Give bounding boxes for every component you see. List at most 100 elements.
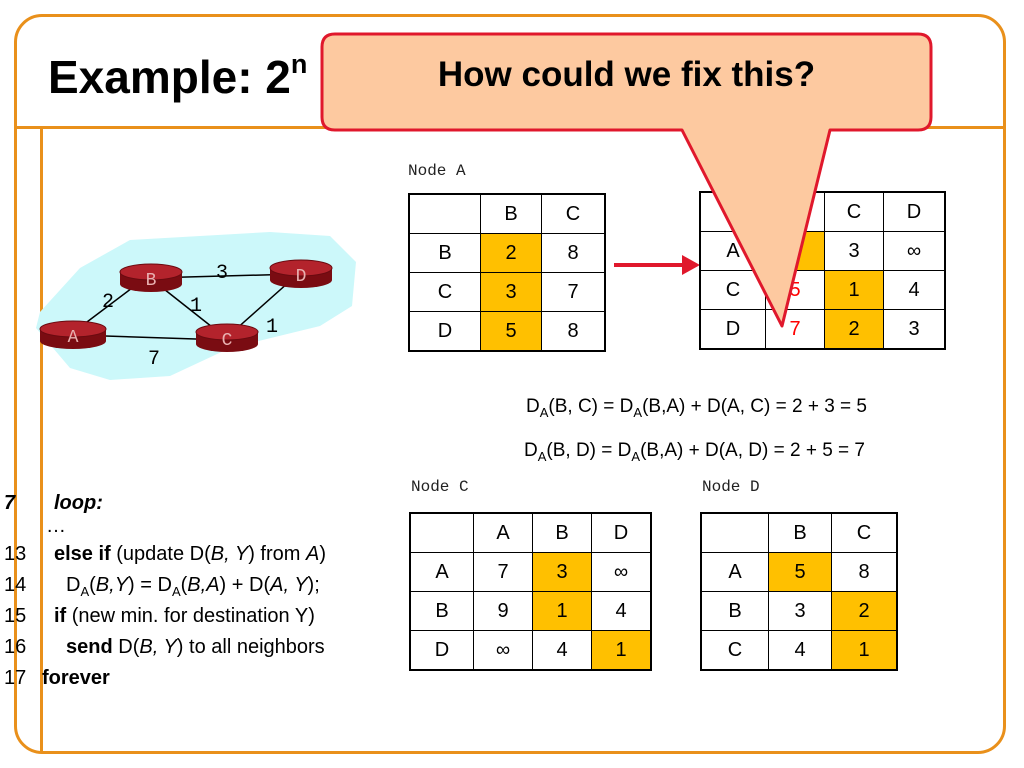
table-cell: 7 <box>765 309 825 350</box>
table-cell: 3 <box>480 272 542 312</box>
line-number: 7 <box>4 492 16 514</box>
header-cell <box>765 191 825 232</box>
code-keyword: send <box>66 636 113 658</box>
table-cell: 3 <box>532 552 592 592</box>
edge-cost-b-c: 1 <box>190 295 202 318</box>
row-header-cell: A <box>699 231 766 271</box>
header-cell <box>408 193 481 234</box>
table-cell: 4 <box>591 591 652 631</box>
table-cell: 5 <box>765 270 825 310</box>
table-cell: 2 <box>765 231 825 271</box>
table-row: A 5 8 <box>700 552 898 592</box>
code-text: B, Y <box>210 543 249 565</box>
table-cell: 2 <box>831 591 898 631</box>
header-cell: B <box>532 512 592 553</box>
code-subscript: A <box>80 584 90 599</box>
row-header-cell: D <box>408 311 481 352</box>
row-header-cell: B <box>409 591 474 631</box>
code-text: ) = D <box>128 574 172 596</box>
code-text: B, Y <box>139 636 177 658</box>
table-cell: ∞ <box>883 231 946 271</box>
callout-text: How could we fix this? <box>437 55 816 94</box>
table-cell: 3 <box>824 231 884 271</box>
code-text: D <box>66 574 81 596</box>
code-keyword: loop: <box>54 492 103 514</box>
row-header-cell: C <box>700 630 769 671</box>
edge-cost-c-d: 1 <box>266 316 278 339</box>
code-keyword: forever <box>42 667 110 689</box>
arrow-right-icon <box>614 255 700 275</box>
code-subscript: A <box>171 584 181 599</box>
row-header-cell: A <box>409 552 474 592</box>
header-cell: B <box>480 193 542 234</box>
router-label-d: D <box>296 267 307 287</box>
code-line-ellipsis: … <box>4 515 326 539</box>
eq-subscript: A <box>537 448 547 464</box>
code-text: (new min. for destination Y) <box>66 605 315 627</box>
slide-title: Example: 2n <box>48 48 308 104</box>
eq-subscript: A <box>633 404 643 420</box>
code-line-17: 17 forever <box>4 663 326 694</box>
header-cell <box>700 512 769 553</box>
table-row: C 5 1 4 <box>699 270 946 310</box>
table-row: C 3 7 <box>408 272 606 312</box>
node-a-table: B C B 2 8 C 3 7 D 5 8 <box>408 193 606 352</box>
edge-cost-b-d: 3 <box>216 262 228 285</box>
header-cell <box>409 512 474 553</box>
code-text: ( <box>89 574 96 596</box>
title-divider <box>16 126 1004 129</box>
code-text: ) <box>319 543 326 565</box>
code-text: D( <box>112 636 140 658</box>
code-text: (update D( <box>110 543 211 565</box>
eq-term: D <box>526 396 540 417</box>
table-cell: 3 <box>768 591 832 631</box>
title-superscript: n <box>290 48 308 79</box>
router-label-a: A <box>68 328 79 348</box>
eq-term: (B,A) + D(A, C) = 2 + 3 = 5 <box>642 396 867 417</box>
row-header-cell: A <box>700 552 769 592</box>
node-d-table: B C A 5 8 B 3 2 C 4 1 <box>700 512 898 671</box>
node-a-label: Node A <box>408 162 466 180</box>
row-header-cell: C <box>408 272 481 312</box>
row-header-cell: B <box>408 233 481 273</box>
header-cell: B <box>768 512 832 553</box>
table-cell: ∞ <box>473 630 533 671</box>
eq-term: (B,A) + D(A, D) = 2 + 5 = 7 <box>640 440 865 461</box>
eq-term: (B, D) = D <box>546 440 632 461</box>
table-cell: ∞ <box>591 552 652 592</box>
code-text: ( <box>180 574 188 596</box>
header-cell: D <box>883 191 946 232</box>
table-row: B 3 2 <box>700 591 898 631</box>
code-text: A <box>305 543 320 565</box>
eq-subscript: A <box>539 404 549 420</box>
eq-term: D <box>524 440 538 461</box>
row-header-cell: C <box>699 270 766 310</box>
node-c-label: Node C <box>411 478 469 496</box>
table-cell: 7 <box>473 552 533 592</box>
equation-1: DA(B, C) = DA(B,A) + D(A, C) = 2 + 3 = 5 <box>526 396 867 420</box>
code-keyword: if <box>54 605 67 627</box>
table-cell: 5 <box>768 552 832 592</box>
code-text: ) from <box>248 543 306 565</box>
table-cell: 4 <box>883 270 946 310</box>
table-row: B 9 1 4 <box>409 591 652 631</box>
line-number: 16 <box>4 636 27 658</box>
router-a: A <box>39 320 107 349</box>
table-row: D ∞ 4 1 <box>409 630 652 671</box>
code-text: ); <box>307 574 320 596</box>
router-label-c: C <box>222 331 233 351</box>
line-number: 15 <box>4 605 27 627</box>
line-number: 14 <box>4 574 27 596</box>
table-row: C 4 1 <box>700 630 898 671</box>
router-d: D <box>269 259 333 288</box>
node-c-table: A B D A 7 3 ∞ B 9 1 4 D ∞ 4 1 <box>409 512 652 671</box>
router-b: B <box>119 263 183 292</box>
table-cell: 1 <box>831 630 898 671</box>
table-cell: 1 <box>532 591 592 631</box>
header-cell: C <box>831 512 898 553</box>
slide-frame <box>14 14 1006 754</box>
line-number: 17 <box>4 667 27 689</box>
